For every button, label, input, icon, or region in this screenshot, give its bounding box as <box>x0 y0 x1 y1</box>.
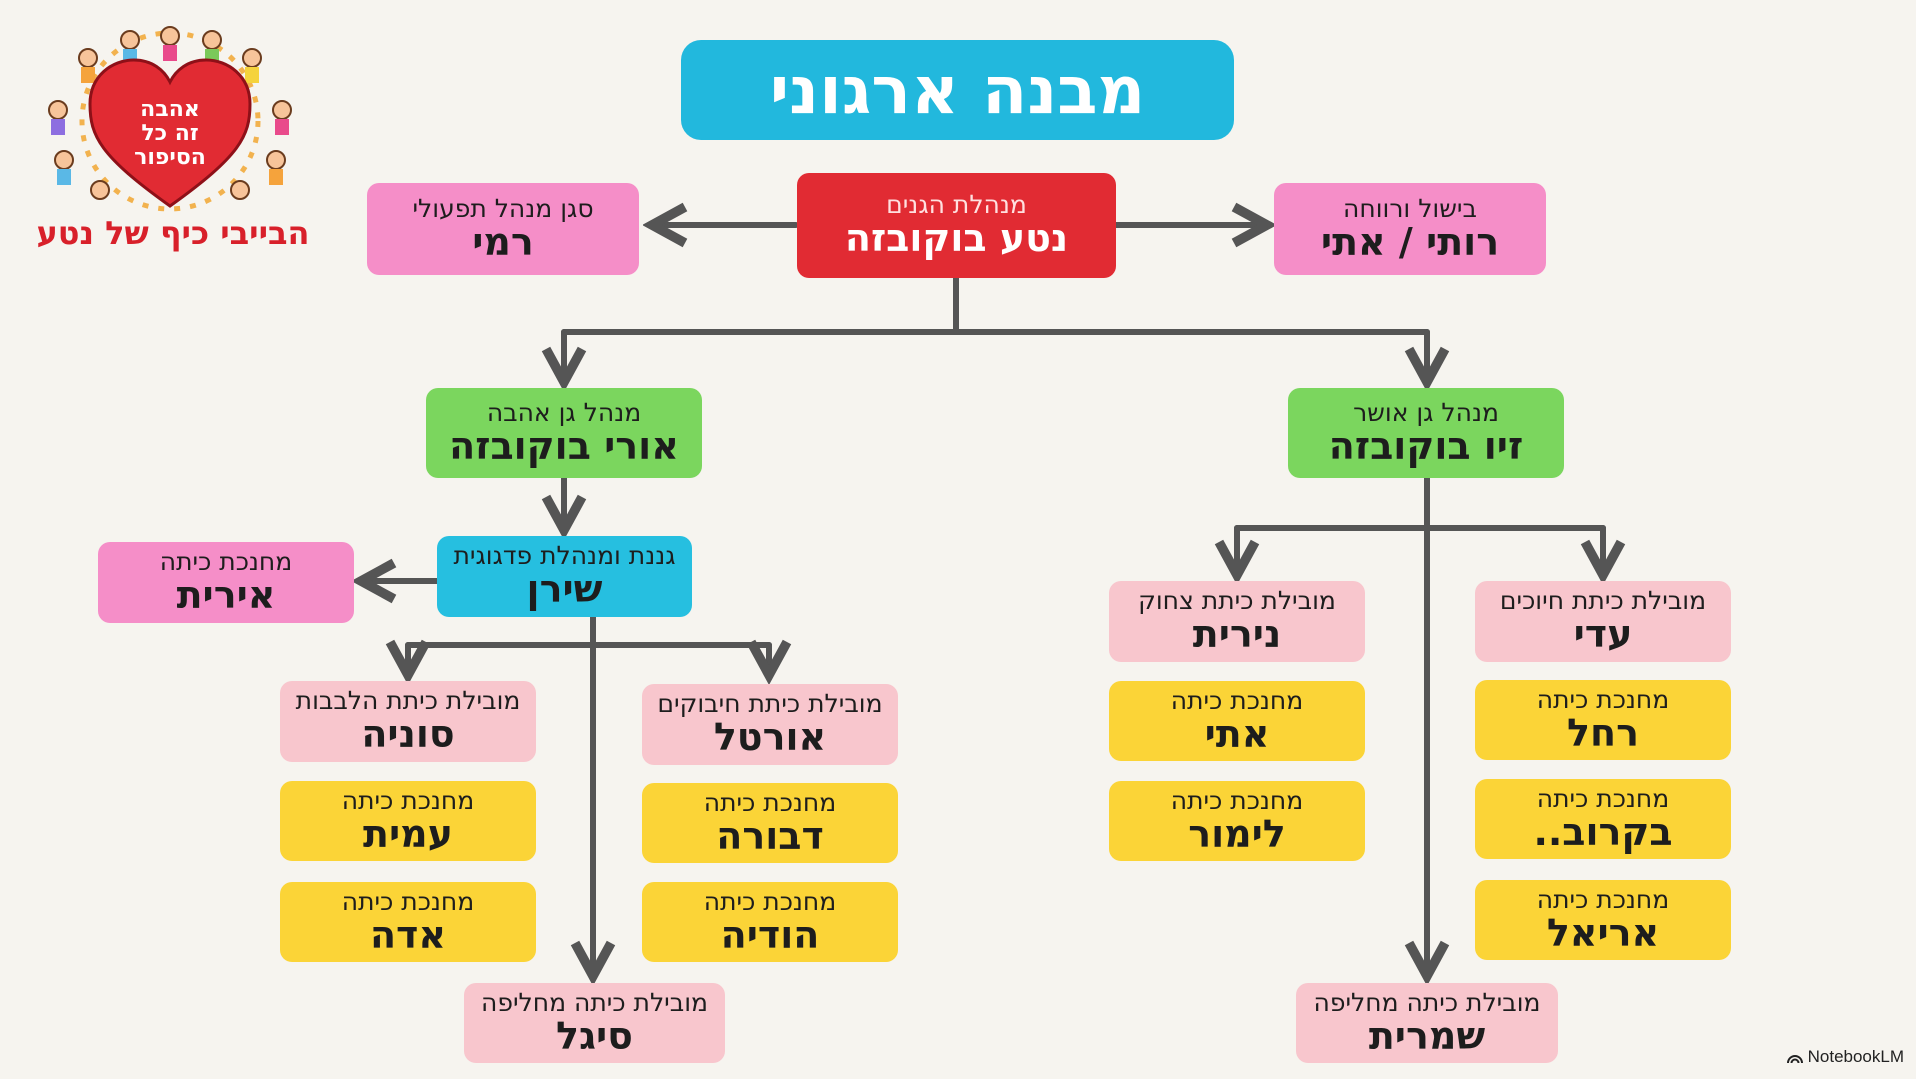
node-name: סוניה <box>361 712 455 757</box>
node-name: אורטל <box>713 715 827 760</box>
node-director: מנהלת הגנים נטע בוקובזה <box>797 173 1116 278</box>
watermark-text: NotebookLM <box>1807 1047 1904 1066</box>
node-role: מובילת כיתה מחליפה <box>1313 987 1541 1017</box>
node-ahava-manager: מנהל גן אהבה אורי בוקובזה <box>426 388 702 478</box>
node-name: נירית <box>1192 612 1282 657</box>
node-name: אורי בוקובזה <box>449 423 679 468</box>
node-role: מחנכת כיתה <box>341 886 475 916</box>
node-sigal: מובילת כיתה מחליפה סיגל <box>464 983 725 1063</box>
node-sonia: מובילת כיתת הלבבות סוניה <box>280 681 536 762</box>
heart-line-3: הסיפור <box>134 145 206 170</box>
heart-line-1: אהבה <box>140 97 200 122</box>
node-role: מחנכת כיתה <box>159 547 293 577</box>
node-role: מחנכת כיתה <box>1536 684 1670 714</box>
node-ariel: מחנכת כיתה אריאל <box>1475 880 1731 960</box>
node-limor: מחנכת כיתה לימור <box>1109 781 1365 861</box>
node-deputy: סגן מנהל תפעולי רמי <box>367 183 639 275</box>
node-adi: מובילת כיתת חיוכים עדי <box>1475 581 1731 662</box>
node-role: מחנכת כיתה <box>341 785 475 815</box>
node-role: מחנכת כיתה <box>1170 685 1304 715</box>
logo-caption: הבייבי כיף של נטע <box>36 214 310 252</box>
node-name: סיגל <box>556 1013 633 1058</box>
notebooklm-icon <box>1786 1055 1803 1064</box>
node-name: רותי / אתי <box>1320 219 1500 264</box>
node-name: עמית <box>363 811 453 856</box>
node-name: זיו בוקובזה <box>1328 423 1524 468</box>
heart-line-2: זה כל <box>141 121 198 146</box>
node-role: מובילת כיתה מחליפה <box>481 987 709 1017</box>
node-shimrit: מובילת כיתה מחליפה שמרית <box>1296 983 1558 1063</box>
node-role: מובילת כיתת צחוק <box>1138 586 1336 616</box>
node-role: מחנכת כיתה <box>1536 783 1670 813</box>
node-cooking: בישול ורווחה רותי / אתי <box>1274 183 1546 275</box>
node-name: אדה <box>369 912 447 957</box>
node-role: מנהל גן אהבה <box>486 397 642 427</box>
node-role: מחנכת כיתה <box>703 886 837 916</box>
node-osher-manager: מנהל גן אושר זיו בוקובזה <box>1288 388 1564 478</box>
node-name: אירית <box>176 573 276 618</box>
logo: אהבה זה כל הסיפור <box>48 26 292 212</box>
node-name: אריאל <box>1546 910 1660 955</box>
node-pedagogy: גננת ומנהלת פדגוגית שירן <box>437 536 692 617</box>
node-role: מחנכת כיתה <box>1170 785 1304 815</box>
node-name: בקרוב.. <box>1533 809 1673 854</box>
node-name: שירן <box>526 567 603 612</box>
node-role: מחנכת כיתה <box>1536 884 1670 914</box>
node-role: מחנכת כיתה <box>703 787 837 817</box>
node-eti: מחנכת כיתה אתי <box>1109 681 1365 761</box>
node-role: מנהל גן אושר <box>1353 397 1499 427</box>
node-role: מובילת כיתת חיבוקים <box>657 689 883 719</box>
children-circle-icon <box>48 26 292 212</box>
node-name: לימור <box>1188 811 1286 856</box>
chart-title: מבנה ארגוני <box>681 40 1234 140</box>
node-name: הודיה <box>720 912 820 957</box>
node-ortal: מובילת כיתת חיבוקים אורטל <box>642 684 898 765</box>
node-name: אתי <box>1204 711 1270 756</box>
node-ada: מחנכת כיתה אדה <box>280 882 536 962</box>
node-bekarov: מחנכת כיתה בקרוב.. <box>1475 779 1731 859</box>
heart-icon <box>88 58 252 208</box>
node-role: בישול ורווחה <box>1343 193 1477 223</box>
node-role: מנהלת הגנים <box>886 190 1027 220</box>
node-dvora: מחנכת כיתה דבורה <box>642 783 898 863</box>
node-name: דבורה <box>716 813 824 858</box>
node-name: רחל <box>1567 710 1639 755</box>
node-name: עדי <box>1573 612 1633 657</box>
node-rachel: מחנכת כיתה רחל <box>1475 680 1731 760</box>
node-irit: מחנכת כיתה אירית <box>98 542 354 623</box>
node-name: שמרית <box>1368 1013 1486 1058</box>
node-nirit: מובילת כיתת צחוק נירית <box>1109 581 1365 662</box>
node-role: מובילת כיתת הלבבות <box>295 686 521 716</box>
watermark: NotebookLM <box>1786 1047 1904 1067</box>
node-role: סגן מנהל תפעולי <box>412 193 594 223</box>
node-name: רמי <box>472 219 534 264</box>
node-hodaya: מחנכת כיתה הודיה <box>642 882 898 962</box>
node-name: נטע בוקובזה <box>844 216 1069 261</box>
node-role: מובילת כיתת חיוכים <box>1499 586 1707 616</box>
node-amit: מחנכת כיתה עמית <box>280 781 536 861</box>
node-role: גננת ומנהלת פדגוגית <box>453 541 676 571</box>
